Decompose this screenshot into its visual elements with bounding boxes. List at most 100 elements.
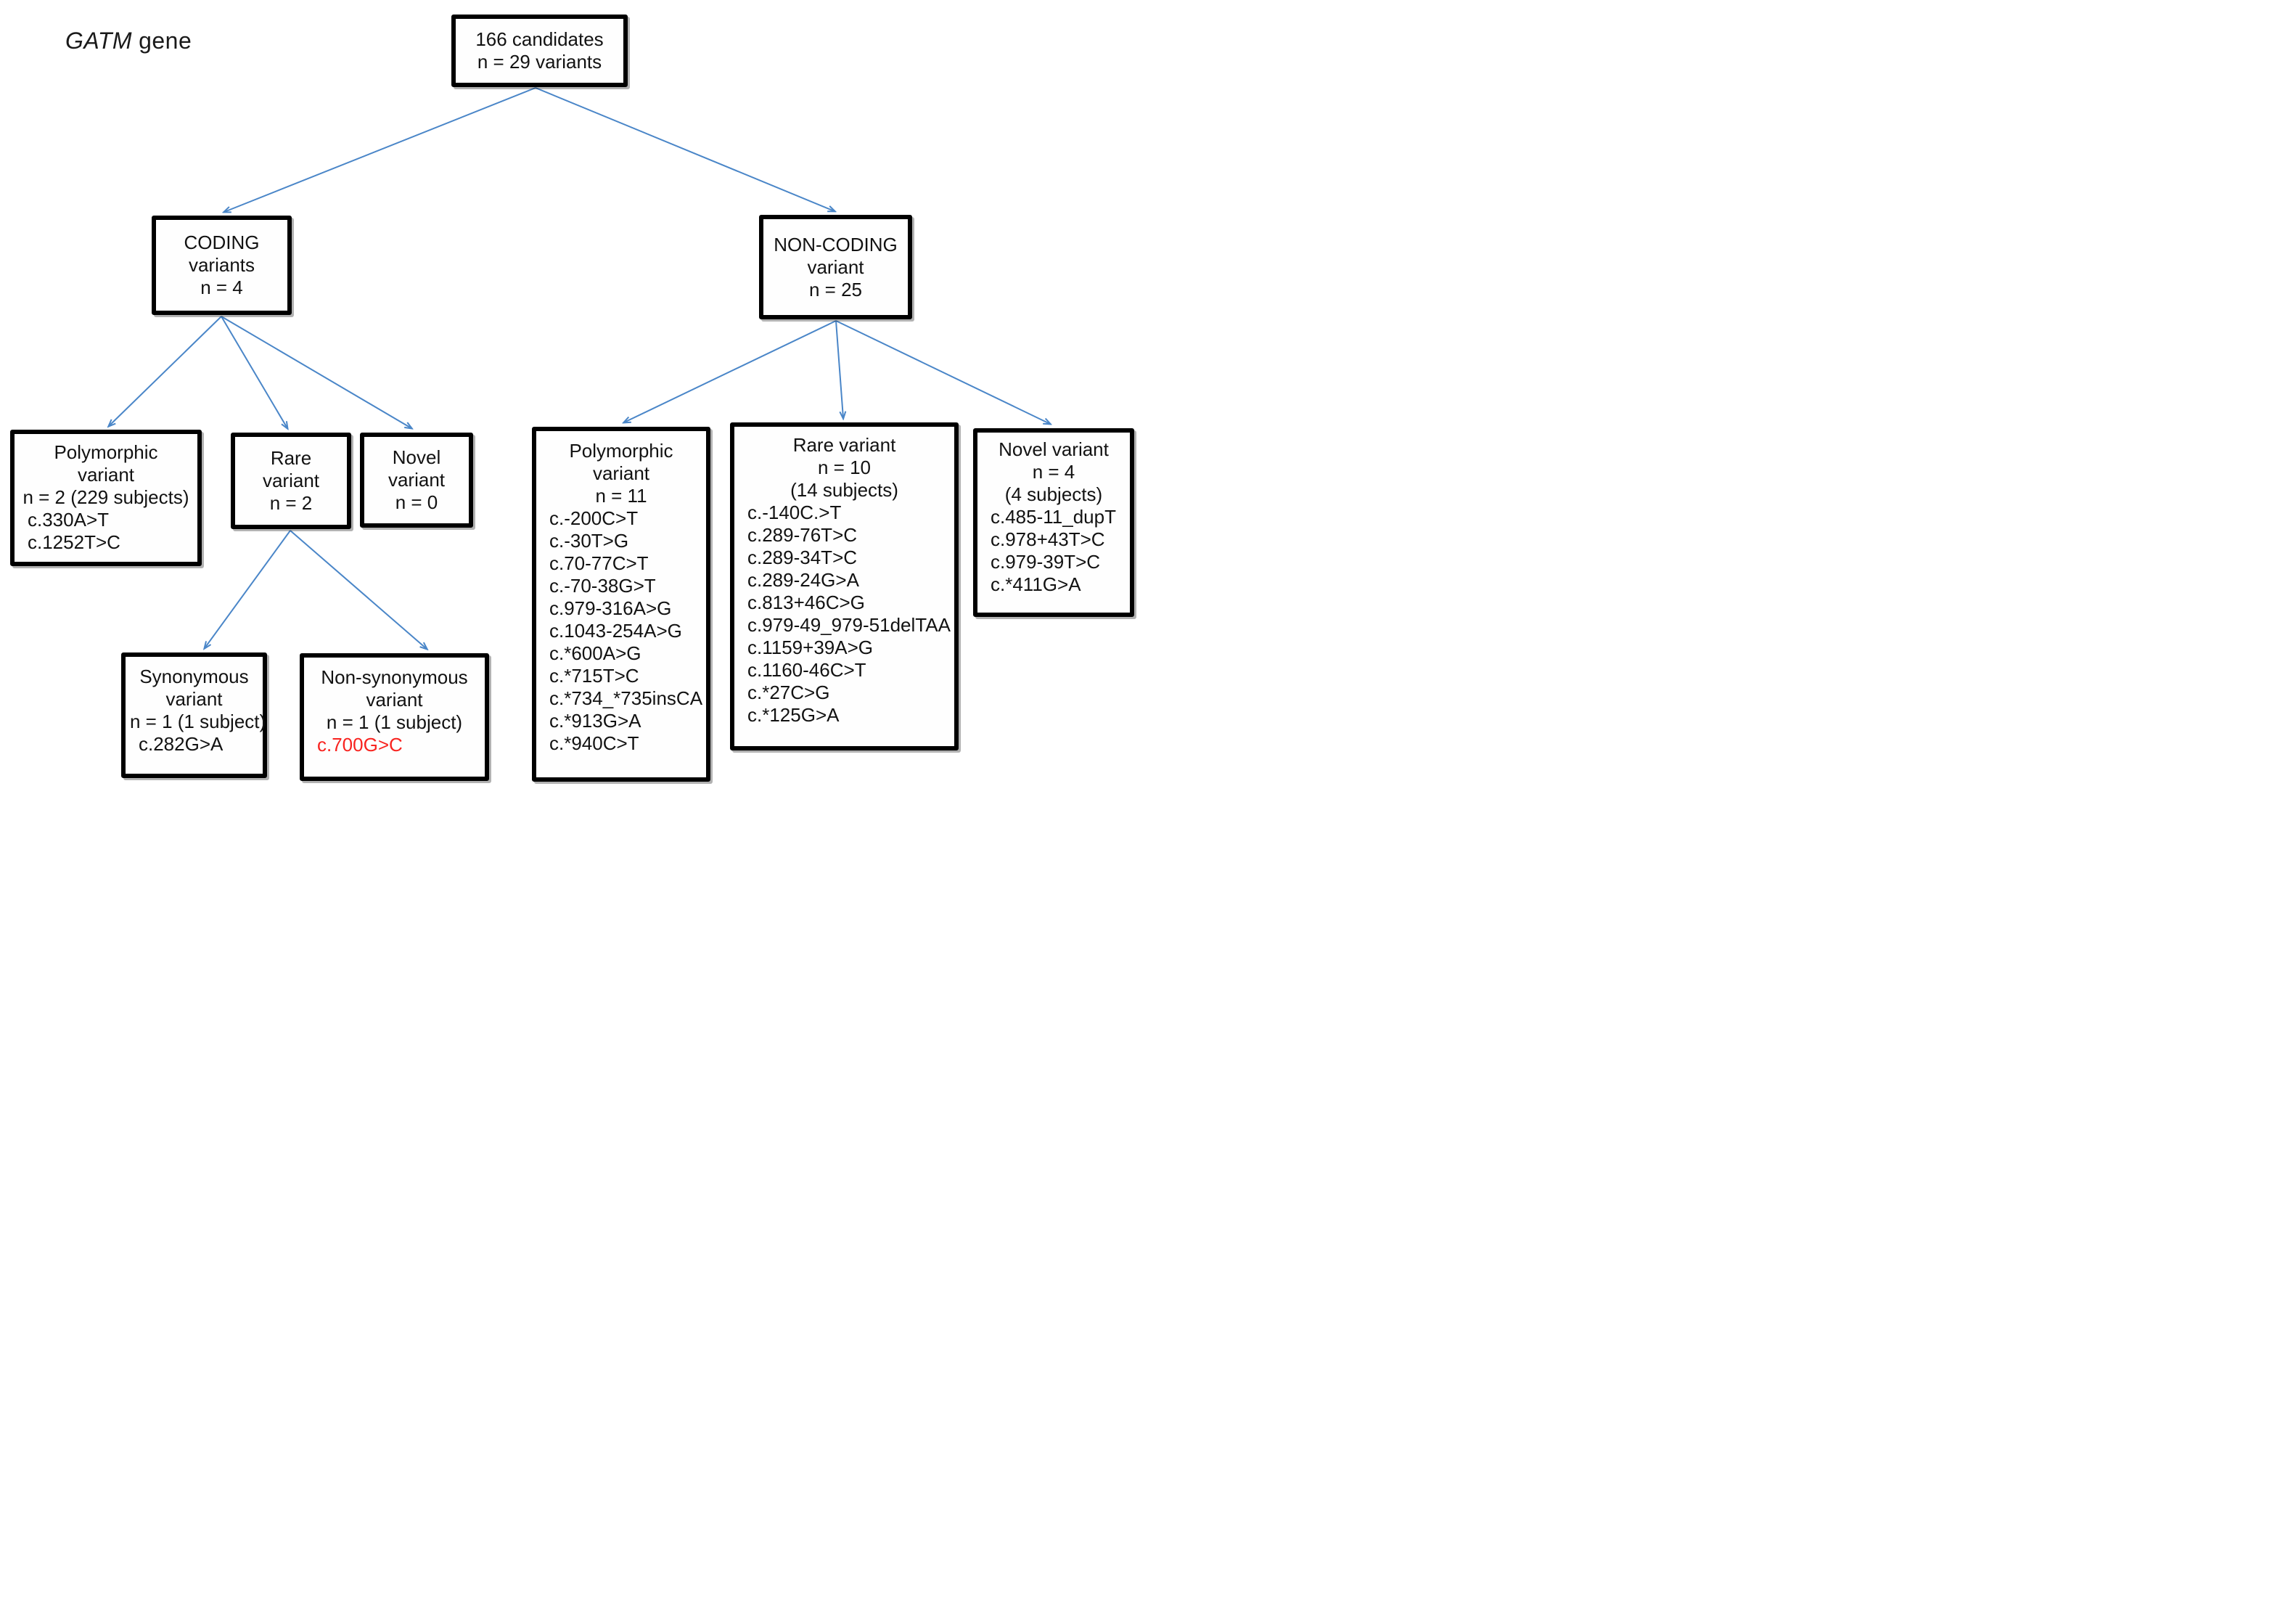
arrow-rare-to-nonsynonymous	[290, 530, 427, 649]
text-line: c.*600A>G	[549, 642, 641, 664]
text-line: Rare variant	[792, 434, 896, 456]
text-line: variant	[77, 464, 135, 486]
text-line: c.289-76T>C	[747, 524, 858, 546]
arrow-noncoding-to-rare	[835, 320, 843, 418]
text-line: c.1252T>C	[28, 531, 120, 553]
text-line: n = 2	[269, 492, 313, 514]
text-line: variant	[388, 469, 446, 491]
text-line: n = 1 (1 subject)	[130, 711, 266, 732]
text-line: n = 4	[1032, 461, 1075, 483]
text-line: c.289-34T>C	[747, 547, 858, 568]
figure-title-suffix: gene	[139, 28, 192, 54]
text-line: c.979-39T>C	[991, 551, 1101, 573]
text-line: c.70-77C>T	[549, 552, 649, 574]
text-line: Polymorphic	[54, 441, 158, 463]
arrow-root-to-coding	[224, 87, 536, 212]
text-line: c.330A>T	[28, 509, 110, 531]
text-line: c.1043-254A>G	[549, 620, 682, 642]
text-line: Novel	[392, 446, 441, 468]
text-line: (14 subjects)	[790, 479, 898, 501]
text-line: c.1159+39A>G	[747, 637, 873, 658]
text-line: 166 candidates	[475, 28, 604, 50]
text-line: variant	[165, 688, 223, 710]
text-line: c.*940C>T	[549, 732, 639, 754]
text-line: Polymorphic	[569, 440, 673, 462]
variant-list: c.282G>A	[130, 733, 258, 756]
text-line: c.*411G>A	[991, 573, 1081, 595]
arrow-coding-to-rare	[221, 316, 287, 428]
text-line: n = 2 (229 subjects)	[22, 486, 189, 508]
text-line: c.-200C>T	[549, 507, 639, 529]
text-line: c.1160-46C>T	[747, 659, 866, 681]
text-line: c.*913G>A	[549, 710, 641, 732]
text-line: c.978+43T>C	[991, 528, 1105, 550]
text-line: n = 25	[808, 278, 862, 300]
arrow-coding-to-polymorphic	[109, 316, 222, 426]
text-line: n = 1 (1 subject)	[326, 711, 463, 733]
text-line: n = 4	[200, 277, 243, 298]
text-line: c.485-11_dupT	[991, 506, 1116, 528]
text-line: c.*734_*735insCA	[549, 687, 703, 709]
text-line: c.813+46C>G	[747, 592, 865, 613]
text-line: variant	[366, 689, 423, 711]
text-line: variant	[262, 470, 320, 491]
text-line: Synonymous	[139, 666, 249, 687]
text-line: c.282G>A	[139, 733, 224, 755]
text-line: Novel variant	[999, 438, 1109, 460]
text-line: n = 10	[817, 457, 871, 478]
text-line: c.979-316A>G	[549, 597, 672, 619]
text-line: c.*125G>A	[747, 704, 840, 726]
arrow-root-to-noncoding	[535, 87, 835, 211]
text-line: variant	[592, 462, 650, 484]
gene-name-label: GATM	[65, 28, 133, 54]
text-line: (4 subjects)	[1004, 483, 1103, 505]
arrow-coding-to-novel	[221, 316, 411, 428]
arrow-noncoding-to-polymorphic	[624, 320, 837, 422]
text-line: c.*715T>C	[549, 665, 639, 687]
text-line: c.979-49_979-51delTAA	[747, 614, 951, 636]
text-line: variants	[188, 254, 255, 276]
text-line: n = 29 variants	[477, 51, 602, 73]
text-line: n = 11	[595, 485, 647, 507]
highlighted-variant: c.700G>C	[317, 734, 403, 756]
text-line: CODING	[184, 232, 260, 253]
text-line: Non-synonymous	[321, 666, 468, 688]
text-line: variant	[807, 255, 864, 278]
text-line: c.-30T>G	[549, 530, 629, 552]
arrow-rare-to-synonymous	[205, 530, 291, 648]
text-line: Rare	[270, 447, 312, 469]
text-line: c.289-24G>A	[747, 569, 859, 591]
text-line: c.-140C.>T	[747, 502, 842, 523]
text-line: NON-CODING	[774, 233, 898, 255]
text-line: c.-70-38G>T	[549, 575, 656, 597]
text-line: c.*27C>G	[747, 682, 830, 703]
